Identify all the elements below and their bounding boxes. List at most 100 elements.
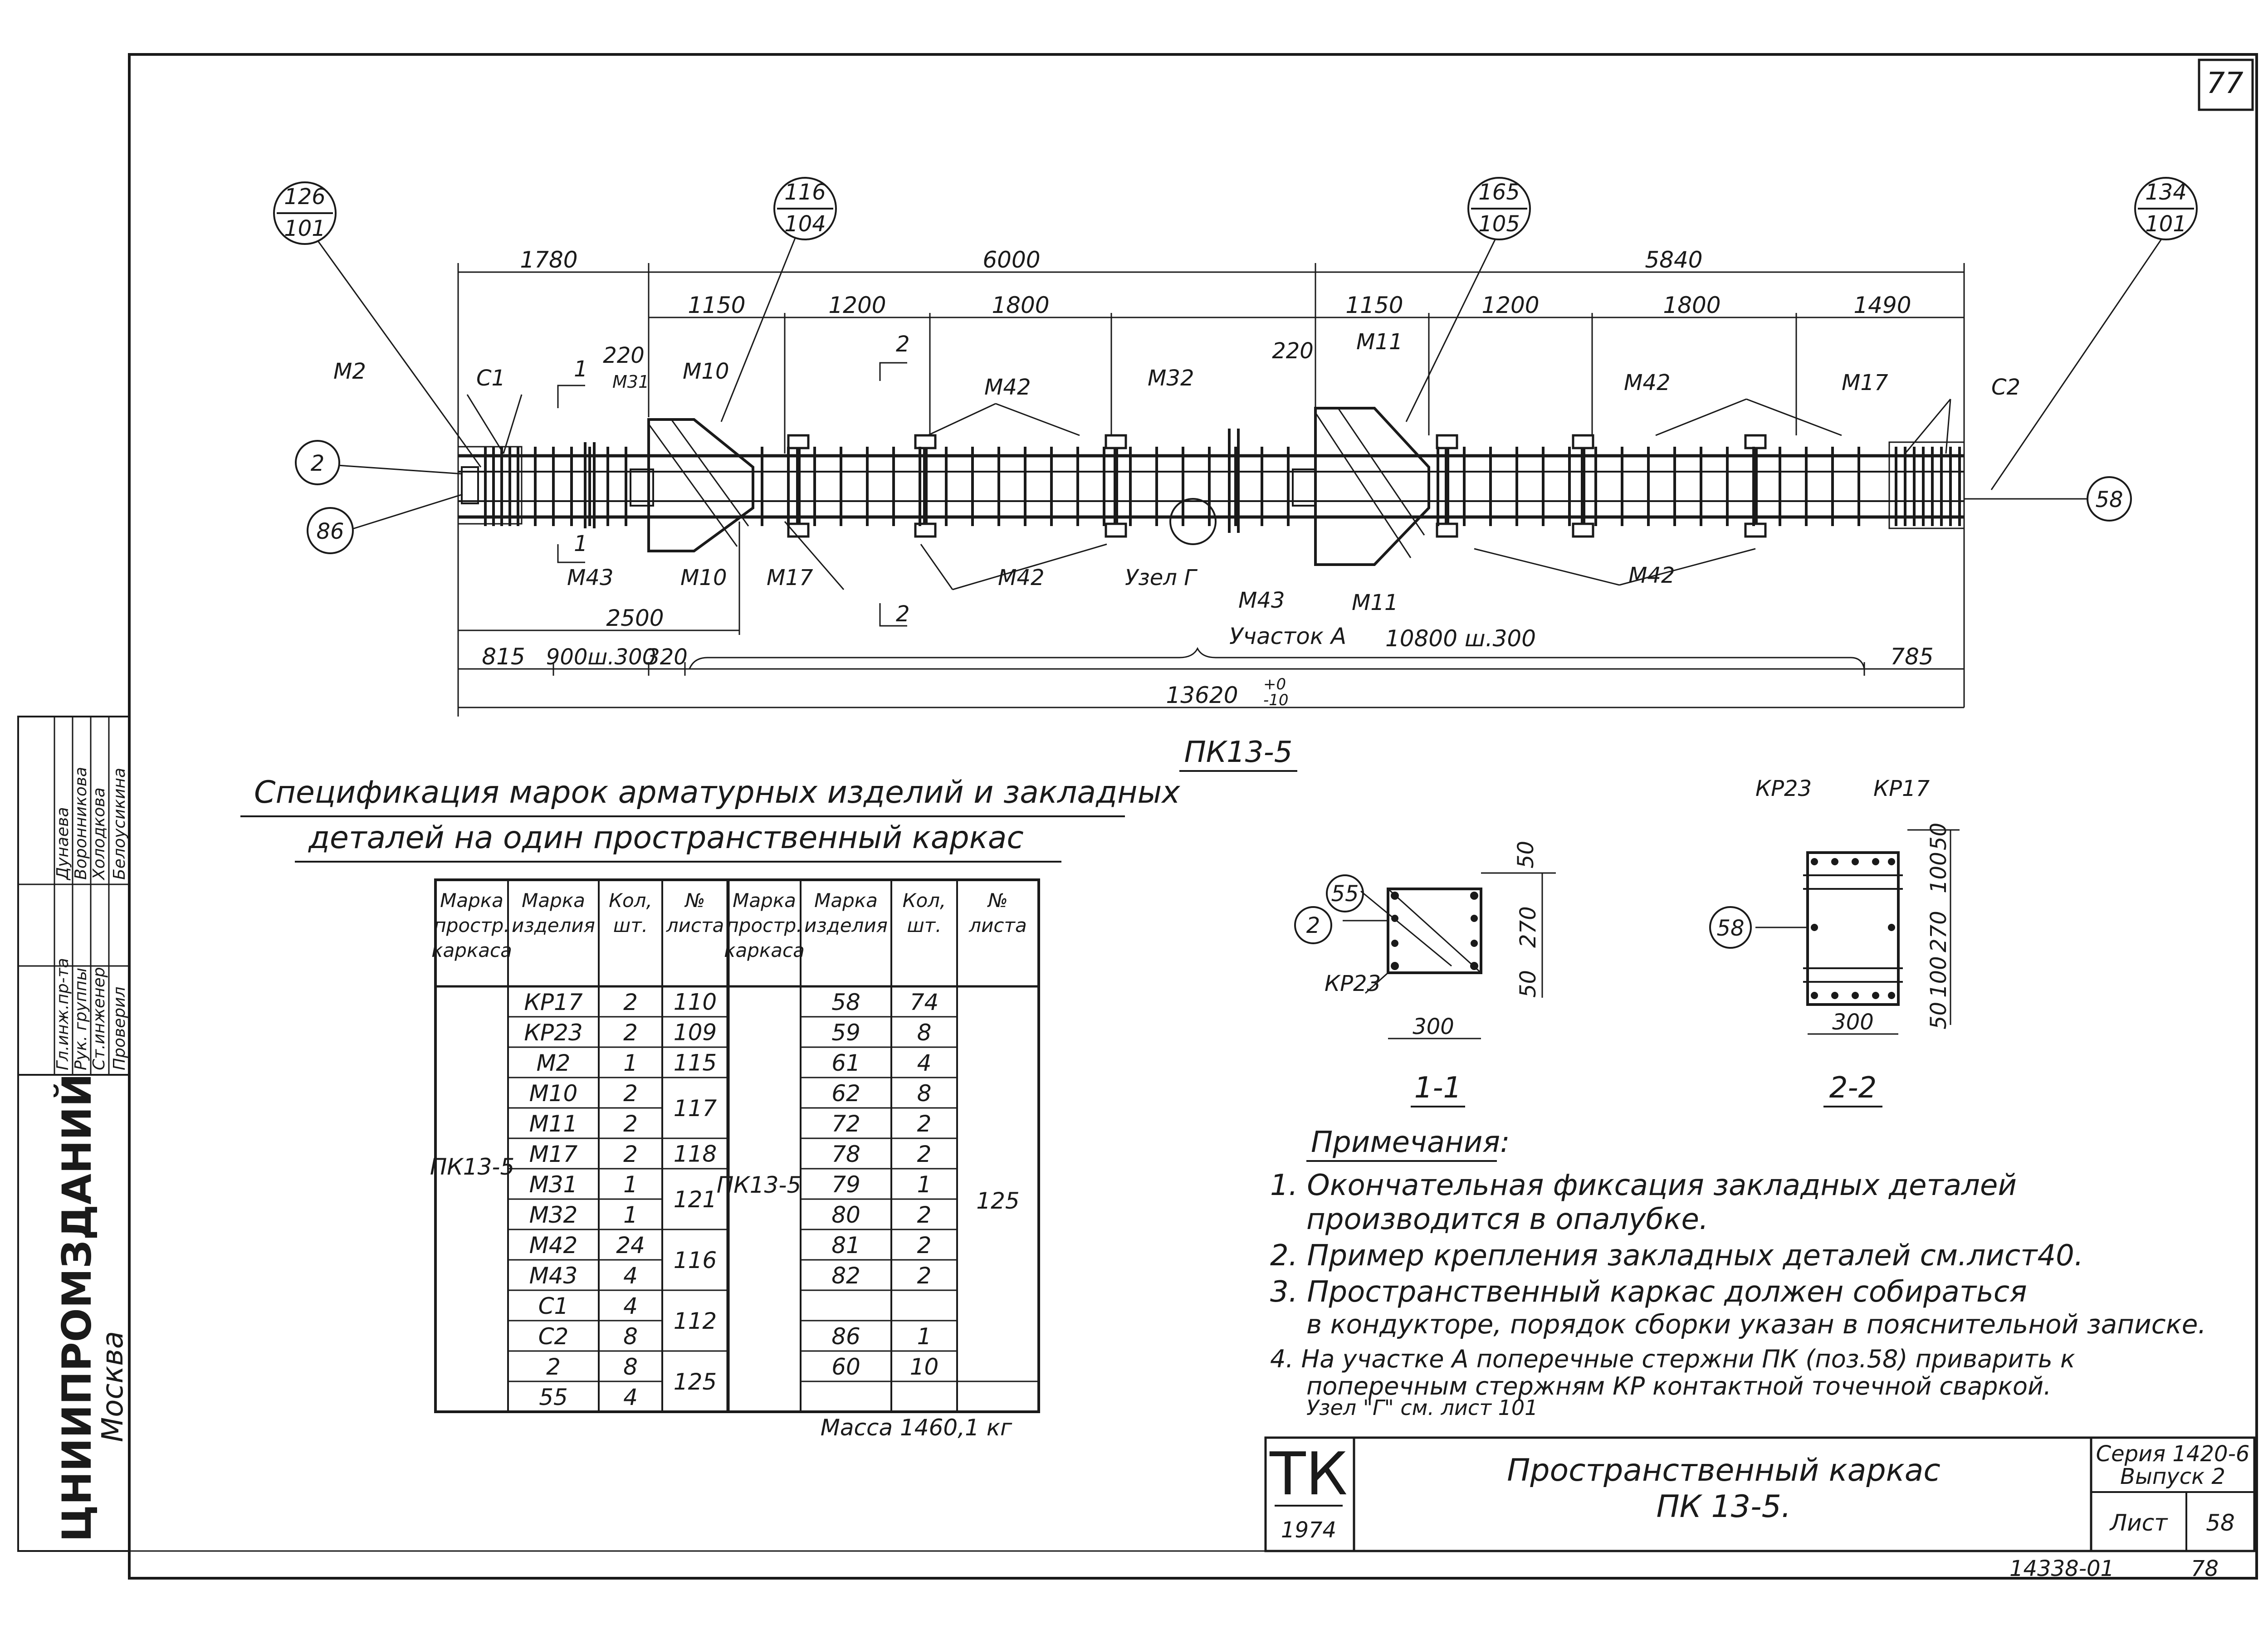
sec2-mark-kp17: КР17 xyxy=(1873,776,1930,801)
label-m2: M2 xyxy=(333,359,366,384)
bottom-page: 78 xyxy=(2191,1556,2219,1581)
table-cell-qty: 8 xyxy=(917,1080,932,1107)
table-header-cell: листа xyxy=(968,914,1026,937)
callouts xyxy=(273,177,2198,554)
dimension-lines xyxy=(457,263,1965,717)
stamp-role-1: Гл.инж.пр-та xyxy=(54,958,72,1070)
notes-heading: Примечания: xyxy=(1311,1126,1510,1159)
sec1-mark-kp23: КР23 xyxy=(1325,971,1381,996)
clip-m42-bottom xyxy=(1744,522,1767,538)
table-cell-mark: 58 xyxy=(831,989,860,1015)
dim-1490: 1490 xyxy=(1853,292,1911,318)
drawing-title-1: Пространственный каркас xyxy=(1507,1453,1941,1488)
sec1-title: 1-1 xyxy=(1414,1071,1462,1105)
table-cell-qty: 8 xyxy=(917,1019,932,1046)
callout-1-bottom: 101 xyxy=(284,216,326,241)
callout-2-bottom: 104 xyxy=(784,211,826,237)
dim-1150-b: 1150 xyxy=(1345,292,1403,318)
table-cell-qty: 1 xyxy=(623,1202,638,1228)
table-header-cell: шт. xyxy=(907,914,941,937)
tk-mark: ТК xyxy=(1269,1439,1348,1508)
dim-1800-a: 1800 xyxy=(992,292,1049,318)
stamp-city: Москва xyxy=(96,1331,130,1442)
table-cell-mark: 78 xyxy=(831,1141,860,1167)
label-m42-bottom-b: M42 xyxy=(1628,563,1675,588)
sec1-dim-50-top: 50 xyxy=(1513,841,1539,868)
stamp-name-1: Дунаева xyxy=(54,807,72,881)
tk-year: 1974 xyxy=(1281,1517,1336,1543)
dim-5840: 5840 xyxy=(1645,247,1702,273)
dim-1800-b: 1800 xyxy=(1663,292,1721,318)
main-view xyxy=(457,407,1965,566)
table-cell-qty: 2 xyxy=(623,989,638,1015)
label-m17-bottom: M17 xyxy=(767,565,813,590)
clip-m42-top xyxy=(1572,434,1594,449)
table-cell-mark: 80 xyxy=(831,1202,860,1228)
clip-m42-top xyxy=(914,434,937,449)
table-cell-mark: 2 xyxy=(546,1354,561,1380)
left-frame-mark: ПК13-5 xyxy=(430,1154,515,1180)
table-cell-mark: КР23 xyxy=(524,1019,582,1046)
note-line-2: производится в опалубке. xyxy=(1306,1203,1708,1236)
sec2-dim-300: 300 xyxy=(1832,1010,1874,1035)
label-m43-b: M43 xyxy=(1238,588,1285,613)
table-header-cell: Марка xyxy=(440,889,503,912)
sec1-mark-2: 2 xyxy=(1306,913,1320,938)
table-header-cell: Кол, xyxy=(903,889,946,912)
dim-total: 13620 xyxy=(1166,682,1238,708)
sheet-label: Лист xyxy=(2109,1510,2169,1536)
table-cell-qty: 4 xyxy=(623,1263,638,1289)
dim-1200-b: 1200 xyxy=(1481,292,1539,318)
label-c2: C2 xyxy=(1991,375,2020,400)
table-cell-sheet: 125 xyxy=(674,1369,717,1395)
table-cell-sheet: 112 xyxy=(674,1308,717,1334)
clip-m42-bottom xyxy=(1572,522,1594,538)
note-line-8: Узел "Г" см. лист 101 xyxy=(1306,1395,1538,1420)
table-header-cell: № xyxy=(987,889,1008,912)
bottom-code: 14338-01 xyxy=(2009,1556,2114,1581)
stamp-name-2: Воронникова xyxy=(72,767,90,880)
sec1-mark-55: 55 xyxy=(1331,881,1359,907)
note-line-6: 4. На участке А поперечные стержни ПК (п… xyxy=(1270,1345,2075,1373)
table-cell-sheet: 117 xyxy=(674,1095,717,1122)
sec2-dim-100-bottom: 100 xyxy=(1926,956,1951,998)
table-header-cell: Марка xyxy=(522,889,585,912)
sheet-number-top: 77 xyxy=(2206,67,2244,100)
table-cell-mark: C2 xyxy=(538,1323,569,1350)
dim-815: 815 xyxy=(482,644,525,670)
notes: Примечания: 1. Окончательная фиксация за… xyxy=(1270,1126,2206,1420)
stamp-name-3: Холодкова xyxy=(90,787,108,881)
title-block: ТК 1974 Пространственный каркас ПК 13-5.… xyxy=(1264,1436,2256,1552)
series-line-2: Выпуск 2 xyxy=(2120,1464,2225,1489)
part-labels: M2 C1 M31 M10 M42 M32 M11 M42 M17 C2 M43… xyxy=(333,329,2020,649)
table-cell-mark: 60 xyxy=(831,1354,860,1380)
note-line-3: 2. Пример крепления закладных деталей см… xyxy=(1270,1239,2083,1273)
dim-2500: 2500 xyxy=(606,605,664,631)
table-cell-mark: 82 xyxy=(831,1263,860,1289)
table-header-cell: простр. xyxy=(434,914,509,937)
table-cell-mark: 81 xyxy=(831,1232,860,1258)
table-cell-qty: 2 xyxy=(623,1019,638,1046)
table-cell-qty: 24 xyxy=(616,1232,645,1258)
note-line-5: в кондукторе, порядок сборки указан в по… xyxy=(1306,1309,2206,1340)
dim-220-a: 220 xyxy=(603,343,645,368)
table-cell-sheet: 116 xyxy=(674,1247,717,1273)
dim-900: 900ш.300 xyxy=(546,644,656,670)
label-m42-top-b: M42 xyxy=(1624,370,1671,395)
label-m31: M31 xyxy=(612,372,649,392)
dim-tol-bottom: -10 xyxy=(1263,691,1289,709)
label-m11-top: M11 xyxy=(1356,329,1403,355)
label-m11-bottom: M11 xyxy=(1352,590,1398,615)
sheet-number-box xyxy=(2198,59,2254,111)
table-cell-mark: M43 xyxy=(529,1263,578,1289)
spec-table: Маркапростр.каркасаМаркаизделияКол,шт.№л… xyxy=(430,878,1040,1441)
stamp-role-3: Ст.инженер xyxy=(90,967,108,1070)
section-2-2: 58 КР23 КР17 50 100 270 100 50 300 2-2 xyxy=(1709,776,1960,1107)
table-cell-mark: 62 xyxy=(831,1080,860,1107)
table-cell-sheet: 118 xyxy=(674,1141,717,1167)
stamp-role-4: Проверил xyxy=(110,986,129,1070)
right-sheet: 125 xyxy=(976,1188,1019,1214)
section-mark-2-top: 2 xyxy=(896,332,910,357)
label-zone-a: Участок А xyxy=(1229,623,1346,649)
table-cell-mark: 61 xyxy=(831,1050,860,1076)
